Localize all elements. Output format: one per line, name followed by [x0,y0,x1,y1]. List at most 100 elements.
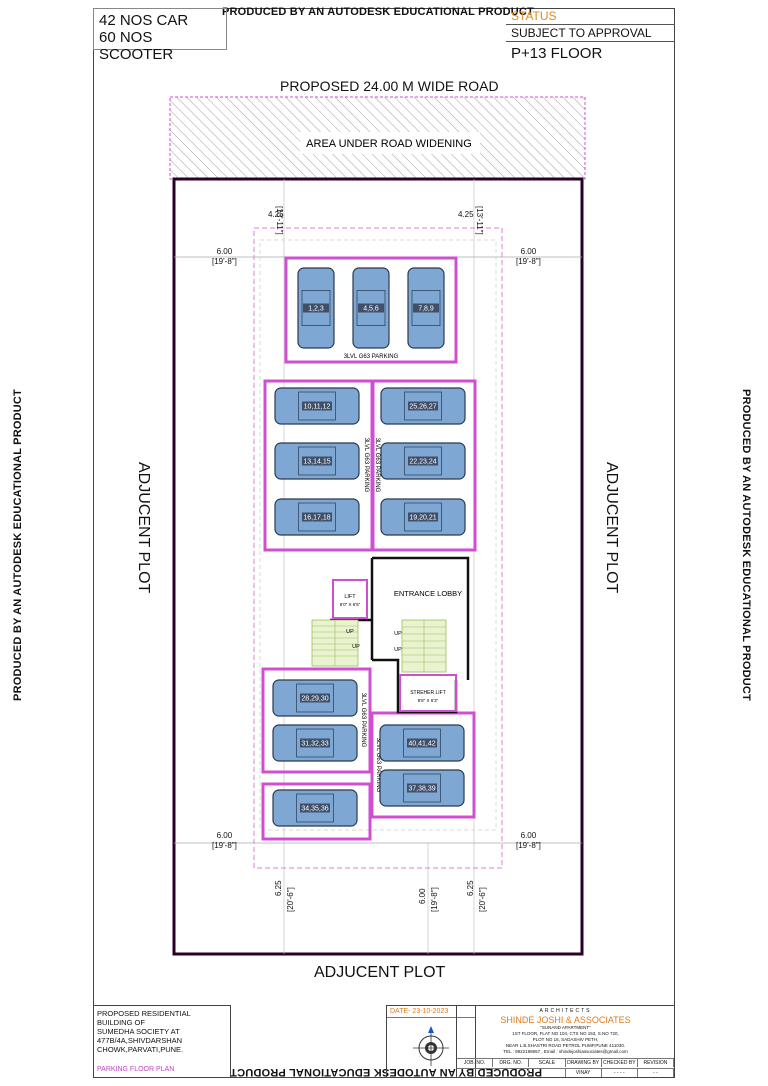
car-top-0: 1,2,3 [297,267,335,349]
dim-rear-right: 6.25 [466,880,475,896]
staircase-right [401,619,447,673]
parking-bay-right-upper [371,379,477,552]
watermark-top: PRODUCED BY AN AUTODESK EDUCATIONAL PROD… [222,6,534,18]
dim-front-left-ft: [13'-11"] [275,206,284,235]
col-drg-no: DRG. NO. [493,1059,530,1067]
status-label: STATUS [506,8,675,25]
car-left-lower-1: 31,32,33 [272,724,358,762]
adjacent-plot-left: ADJUCENT PLOT [135,462,152,594]
car-slot-label: 37,38,39 [408,786,435,793]
car-slot-label: 13,14,15 [303,459,330,466]
car-slot-label: 1,2,3 [308,306,324,313]
col-revision: REVISION [638,1059,675,1067]
dim-rear-left: 6.25 [274,880,283,896]
architect-block: ARCHITECTS SHINDE JOSHI & ASSOCIATES "SU… [456,1005,675,1078]
parking-label-left-upper: 3LVL G63 PARKING [363,438,369,493]
car-slot-label: 16,17,18 [303,515,330,522]
scooter-count: 60 NOS SCOOTER [99,29,174,63]
car-right-upper-0: 25,26,27 [380,387,466,425]
car-left-upper-0: 10,11,12 [274,387,360,425]
parking-label-right-lower: 3LVL G63 PARKING [375,738,381,793]
project-line-1: PROPOSED RESIDENTIAL BUILDING OF [97,1009,191,1027]
car-slot-label: 40,41,42 [408,741,435,748]
lift-shaft [332,579,368,619]
project-title-block: PROPOSED RESIDENTIAL BUILDING OF SUMEDHA… [93,1005,231,1078]
car-slot-label: 34,35,36 [301,806,328,813]
floor-count: P+13 FLOOR [511,45,603,62]
car-slot-label: 7,8,9 [418,306,434,313]
val-drawing-by: VINAY [566,1069,602,1077]
car-slot-label: 31,32,33 [301,741,328,748]
car-slot-label: 19,20,21 [409,515,436,522]
project-line-4: CHOWK,PARVATI,PUNE. [97,1045,184,1054]
val-revision: - - [638,1069,675,1077]
address-line-3: PLOT NO 16, SADASHIV PETH, [532,1037,599,1042]
staircase-left [311,619,359,667]
up-label-4: UP [394,647,402,653]
car-count: 42 NOS CAR [99,12,189,29]
car-slot-label: 22,23,24 [409,459,436,466]
lobby-label: ENTRANCE LOBBY [394,589,462,598]
stretcher-lift-shaft [399,674,457,712]
car-slot-label: 28,29,30 [301,696,328,703]
dim-rear-right-ft: [20'-6"] [478,887,487,912]
firm-name: SHINDE JOSHI & ASSOCIATES [500,1015,631,1025]
address-line-2: 1ST FLOOR, FLAT NO 104, CTS NO 153, S.NO… [512,1031,619,1036]
dim-front-right-ft: [13'-11"] [475,206,484,235]
val-scale [529,1069,566,1077]
road-label: PROPOSED 24.00 M WIDE ROAD [280,78,499,94]
car-right-upper-2: 19,20,21 [380,498,466,536]
title-table-values: VINAY - - - - - - [457,1068,675,1077]
car-right-lower-1: 37,38,39 [379,769,465,807]
status-box: STATUS SUBJECT TO APPROVAL [506,8,675,42]
parking-bay-left-lower [261,667,372,774]
up-label-3: UP [394,631,402,637]
adjacent-plot-right: ADJUCENT PLOT [603,462,620,594]
dim-side-bottom-left: 6.00[19'-8"] [212,831,237,850]
car-top-1: 4,5,6 [352,267,390,349]
lift-size: 6'0" X 6'5" [340,602,361,607]
car-left-upper-2: 16,17,18 [274,498,360,536]
status-value: SUBJECT TO APPROVAL [506,25,675,42]
dim-side-top-right: 6.00[19'-8"] [516,247,541,266]
up-label-2: UP [352,644,360,650]
dim-rear-left-ft: [20'-6"] [286,887,295,912]
car-slot-label: 10,11,12 [304,404,331,411]
dim-side-bottom-right: 6.00[19'-8"] [516,831,541,850]
parking-bay-left-bottom [261,782,372,841]
north-arrow-icon [413,1026,449,1066]
car-left-upper-1: 13,14,15 [274,442,360,480]
val-job-no [457,1069,494,1077]
stretcher-lift-size: 8'8" X 6'3" [418,698,439,703]
car-left-lower-0: 28,29,30 [272,679,358,717]
dim-side-top-left: 6.00[19'-8"] [212,247,237,266]
col-job-no: JOB. NO. [457,1059,494,1067]
address-line-4: NEAR L.B.SHASTRI ROAD PETROL PUMP,PUNE 4… [505,1043,626,1048]
car-right-upper-1: 22,23,24 [380,442,466,480]
parking-label-left-lower: 3LVL G63 PARKING [360,693,366,748]
dim-rear-mid-ft: [19'-8"] [430,887,439,912]
building-outline [253,227,503,869]
sheet-title: PARKING FLOOR PLAN [97,1066,175,1073]
parking-label-top: 3LVL G63 PARKING [344,354,399,360]
dim-front-right: 4.25 [458,210,474,219]
col-drawing-by: DRAWING BY [566,1059,602,1067]
sheet-border [93,8,675,1078]
date-north-block: DATE- 23-10-2023 [386,1005,476,1078]
val-checked-by: - - - - [602,1069,638,1077]
car-top-2: 7,8,9 [407,267,445,349]
car-slot-label: 25,26,27 [409,404,436,411]
parking-bay-top [284,256,458,364]
stretcher-lift-label: STREHER LIFT [410,690,446,696]
col-checked-by: CHECKED BY [602,1059,638,1067]
project-line-3: 477B/4A,SHIVDARSHAN [97,1036,183,1045]
car-left-bottom: 34,35,36 [272,789,358,827]
road-widening-label: AREA UNDER ROAD WIDENING [306,138,472,150]
parking-summary-box: 42 NOS CAR 60 NOS SCOOTER [93,8,227,63]
car-slot-label: 4,5,6 [363,306,379,313]
dim-front-left: 4.25 [268,210,284,219]
up-label-1: UP [346,629,354,635]
drawing-date: DATE- 23-10-2023 [387,1006,475,1018]
address-line-1: "SUNAND APARTMENT" [540,1025,591,1030]
